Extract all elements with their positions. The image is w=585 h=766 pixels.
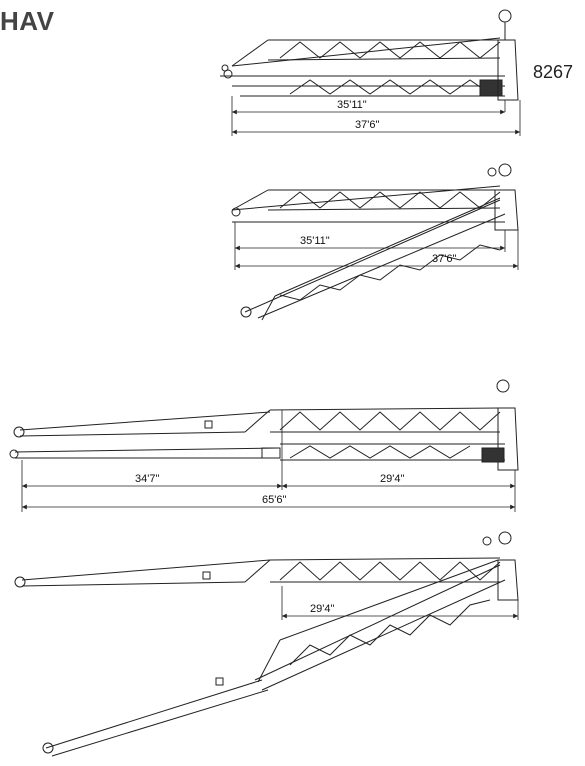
model-number-label: 8267 bbox=[533, 62, 574, 82]
view4-dim-1: 29'4" bbox=[310, 603, 334, 615]
view3-truss-jib bbox=[9, 379, 519, 471]
view2-dim-1: 35'11" bbox=[300, 235, 330, 247]
view1-dim-1: 35'11" bbox=[337, 99, 367, 111]
view4-dimensions bbox=[281, 586, 519, 620]
view3-dim-1: 34'7" bbox=[135, 473, 159, 485]
view4-truss-jib bbox=[14, 531, 519, 757]
view1-dim-2: 37'6" bbox=[355, 119, 379, 131]
view3-dimensions bbox=[21, 410, 516, 512]
view3-dim-3: 65'6" bbox=[262, 494, 286, 506]
view3-dim-2: 29'4" bbox=[380, 473, 404, 485]
view2-dim-2: 37'6" bbox=[432, 253, 456, 265]
view1-dimensions bbox=[231, 96, 521, 136]
view2-dimensions bbox=[234, 222, 519, 270]
view1-truss-jib bbox=[220, 9, 519, 101]
view2-truss-jib bbox=[231, 163, 519, 321]
header-title: HAV bbox=[0, 6, 55, 36]
